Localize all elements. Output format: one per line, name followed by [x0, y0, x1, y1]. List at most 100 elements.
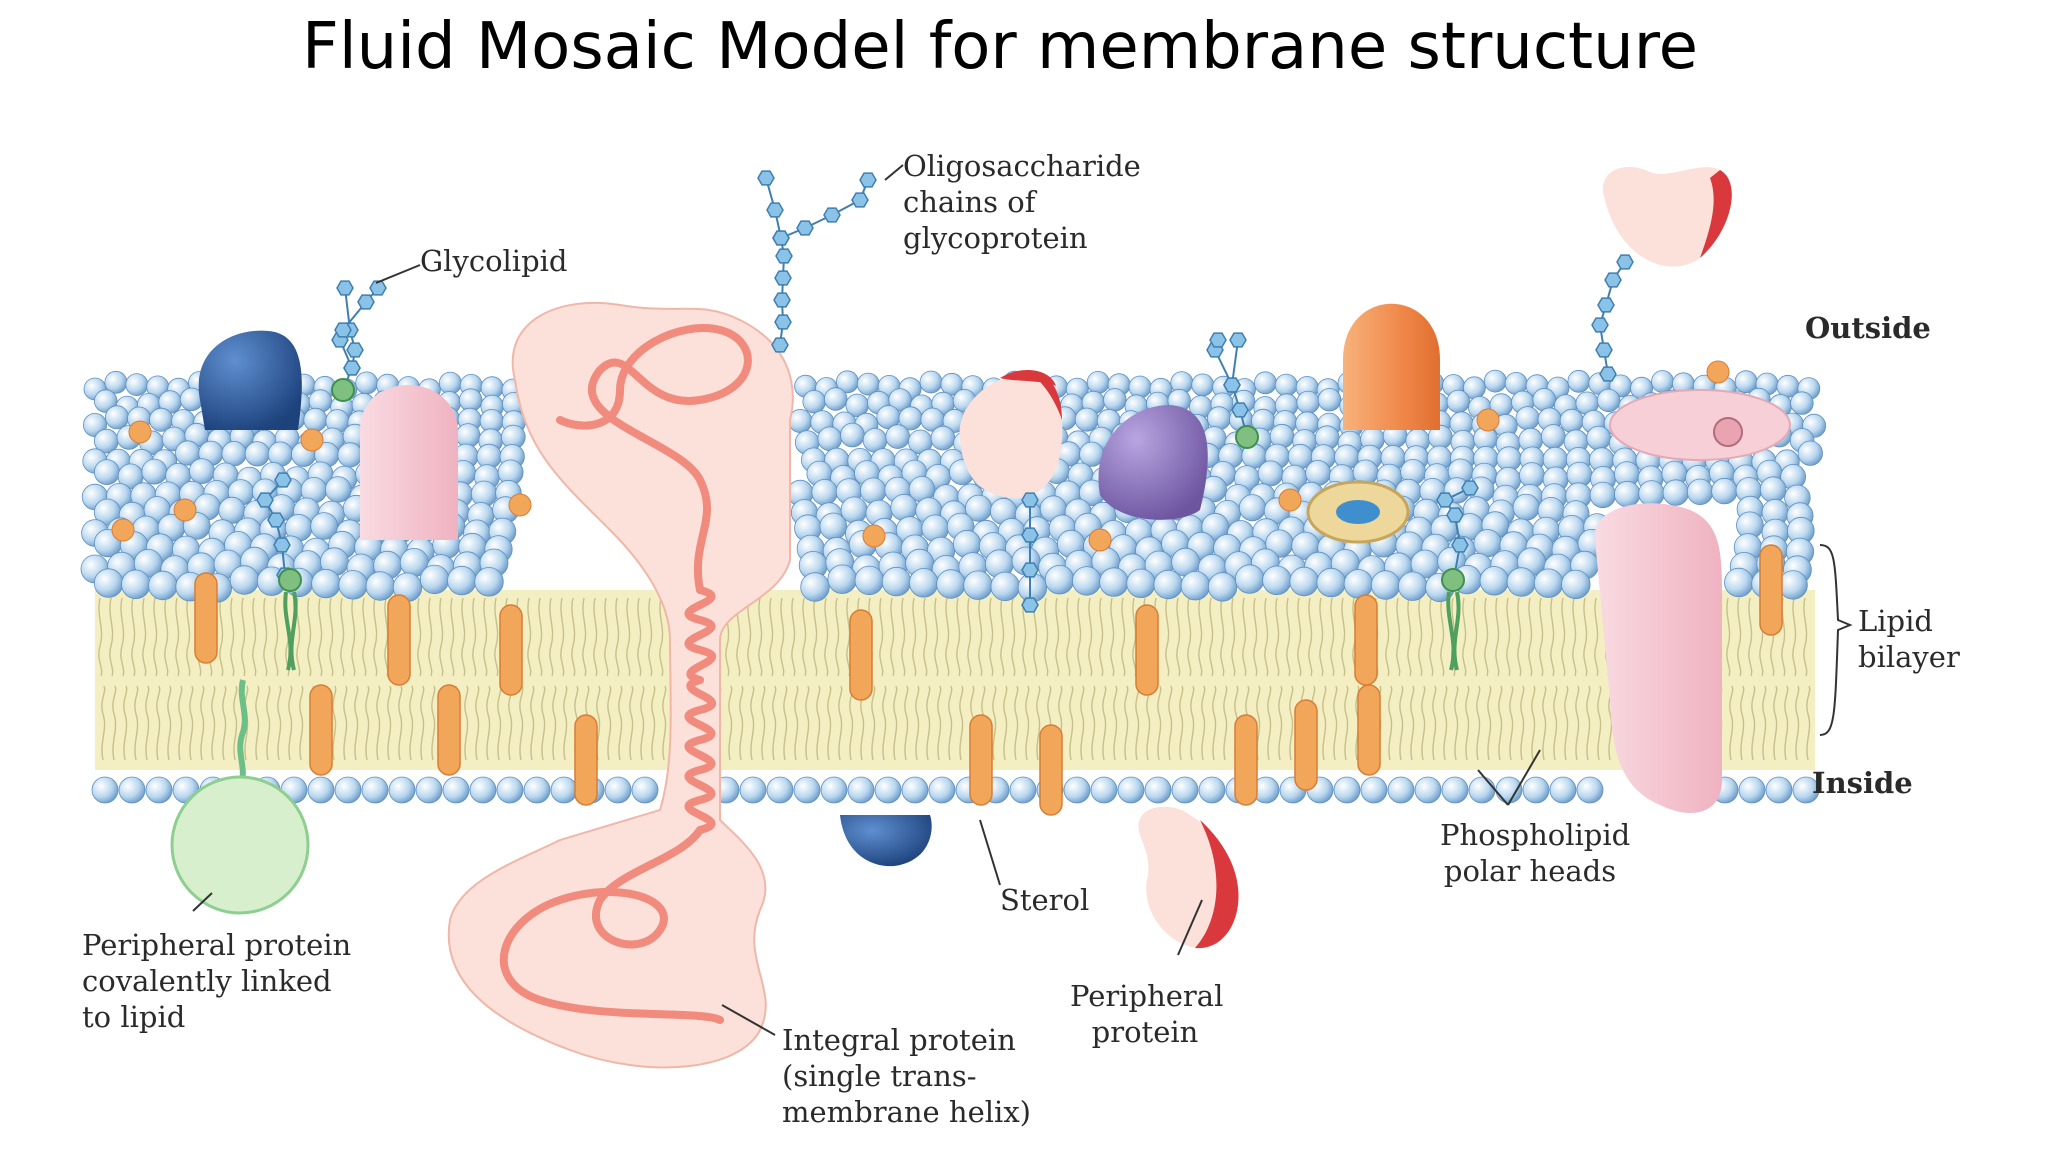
polar-head	[1316, 567, 1346, 598]
lipid-tail	[1055, 597, 1060, 677]
lipid-tail	[299, 685, 304, 761]
polar-head	[1317, 388, 1342, 412]
polar-head	[1468, 776, 1496, 804]
polar-head	[739, 776, 767, 804]
sugar-residue	[1021, 597, 1039, 613]
polar-head	[817, 426, 843, 452]
polar-head	[793, 776, 821, 804]
polar-head	[1596, 388, 1621, 413]
polar-head	[355, 371, 379, 395]
lipid-tail	[219, 597, 224, 677]
lipid-tail	[420, 685, 425, 761]
polar-head	[860, 477, 887, 504]
polar-head	[1044, 565, 1075, 595]
polar-head	[936, 569, 966, 599]
lipid-tail	[791, 597, 796, 677]
lipid-tail	[1091, 685, 1096, 761]
purple-protein	[1098, 405, 1208, 520]
lipid-tail	[1792, 597, 1797, 677]
polar-head	[854, 565, 885, 596]
sugar-residue	[346, 342, 364, 358]
polar-head	[1171, 776, 1199, 804]
lipid-tail	[200, 685, 205, 761]
polar-head	[1360, 776, 1388, 804]
polar-head	[928, 776, 956, 804]
inside-label: Inside	[1812, 766, 1913, 800]
sugar-residue	[274, 472, 292, 488]
polar-head	[91, 776, 119, 804]
peripheral-protein-label-line-2: protein	[1091, 1015, 1199, 1049]
polar-head	[1207, 572, 1238, 602]
polar-head	[1103, 388, 1127, 412]
polar-head	[1711, 477, 1738, 505]
lipid-tail	[582, 597, 587, 677]
sterol	[1354, 594, 1378, 686]
lipid-tail	[1000, 597, 1005, 677]
pore-protein	[1306, 480, 1410, 544]
polar-head	[1522, 776, 1550, 804]
polar-head	[847, 776, 875, 804]
lipid-tail	[329, 597, 334, 677]
slide-title: Fluid Mosaic Model for membrane structur…	[302, 10, 1698, 84]
peripheral-lipid-linked-label-line-2: covalently linked	[82, 964, 332, 998]
green-lipid-anchored-protein	[170, 679, 310, 915]
lipid-tail	[288, 685, 293, 761]
lipid-tail	[167, 685, 172, 761]
lipid-tail	[615, 597, 620, 677]
lipid-tail	[593, 597, 598, 677]
lipid-bilayer-label: Lipid bilayer	[1858, 603, 1960, 675]
oligosaccharide-label-line-1: Oligosaccharide	[903, 149, 1141, 183]
lipid-tail	[1509, 685, 1514, 761]
polar-head	[361, 776, 389, 804]
polar-head	[1370, 570, 1401, 600]
polar-head	[1549, 776, 1577, 804]
lipid-tail	[824, 597, 829, 677]
polar-head	[1180, 571, 1211, 601]
lipid-tail	[871, 685, 876, 761]
lipid-tail	[1212, 685, 1217, 761]
polar-head	[919, 370, 943, 394]
peripheral-protein-inside	[1138, 806, 1239, 949]
polar-head	[188, 458, 215, 485]
lipid-tail	[1531, 685, 1536, 761]
polar-head	[1512, 493, 1540, 521]
lipid-tail	[967, 597, 972, 677]
lipid-tail	[959, 685, 964, 761]
polar-head	[141, 458, 168, 485]
lipid-tail	[120, 597, 125, 677]
sugar-residue	[1461, 480, 1479, 496]
polar-head	[523, 776, 551, 804]
polar-head	[145, 776, 173, 804]
oligosaccharide-chains	[256, 170, 1634, 613]
polar-head	[221, 440, 247, 467]
lipid-tail	[1399, 685, 1404, 761]
lipid-tail	[1737, 597, 1742, 677]
polar-head	[1063, 776, 1091, 804]
polar-head	[1576, 776, 1604, 804]
polar-head	[885, 424, 910, 449]
lipid-tail	[307, 597, 312, 677]
lipid-tail	[1597, 685, 1602, 761]
lipid-tail	[945, 597, 950, 677]
polar-head	[1532, 387, 1556, 412]
sterol	[1234, 714, 1258, 806]
polar-head	[1686, 478, 1714, 506]
lipid-tail	[1264, 597, 1269, 677]
polar-head	[1153, 569, 1183, 600]
lipid-tail	[604, 597, 609, 677]
sterol	[387, 594, 411, 686]
polar-head	[311, 568, 341, 599]
lipid-tail	[1242, 597, 1247, 677]
lipid-tail	[1429, 597, 1434, 677]
lipid-tail	[1484, 597, 1489, 677]
polar-head	[1144, 776, 1172, 804]
polar-head	[442, 776, 470, 804]
polar-head	[811, 479, 838, 506]
polar-head	[1533, 568, 1564, 598]
polar-head	[550, 776, 578, 804]
lipid-tail-band	[95, 590, 1815, 770]
lipid-tail	[1520, 685, 1525, 761]
lipid-tail	[98, 597, 103, 677]
sugar-residue	[1591, 317, 1609, 333]
lipid-tail	[1487, 685, 1492, 761]
